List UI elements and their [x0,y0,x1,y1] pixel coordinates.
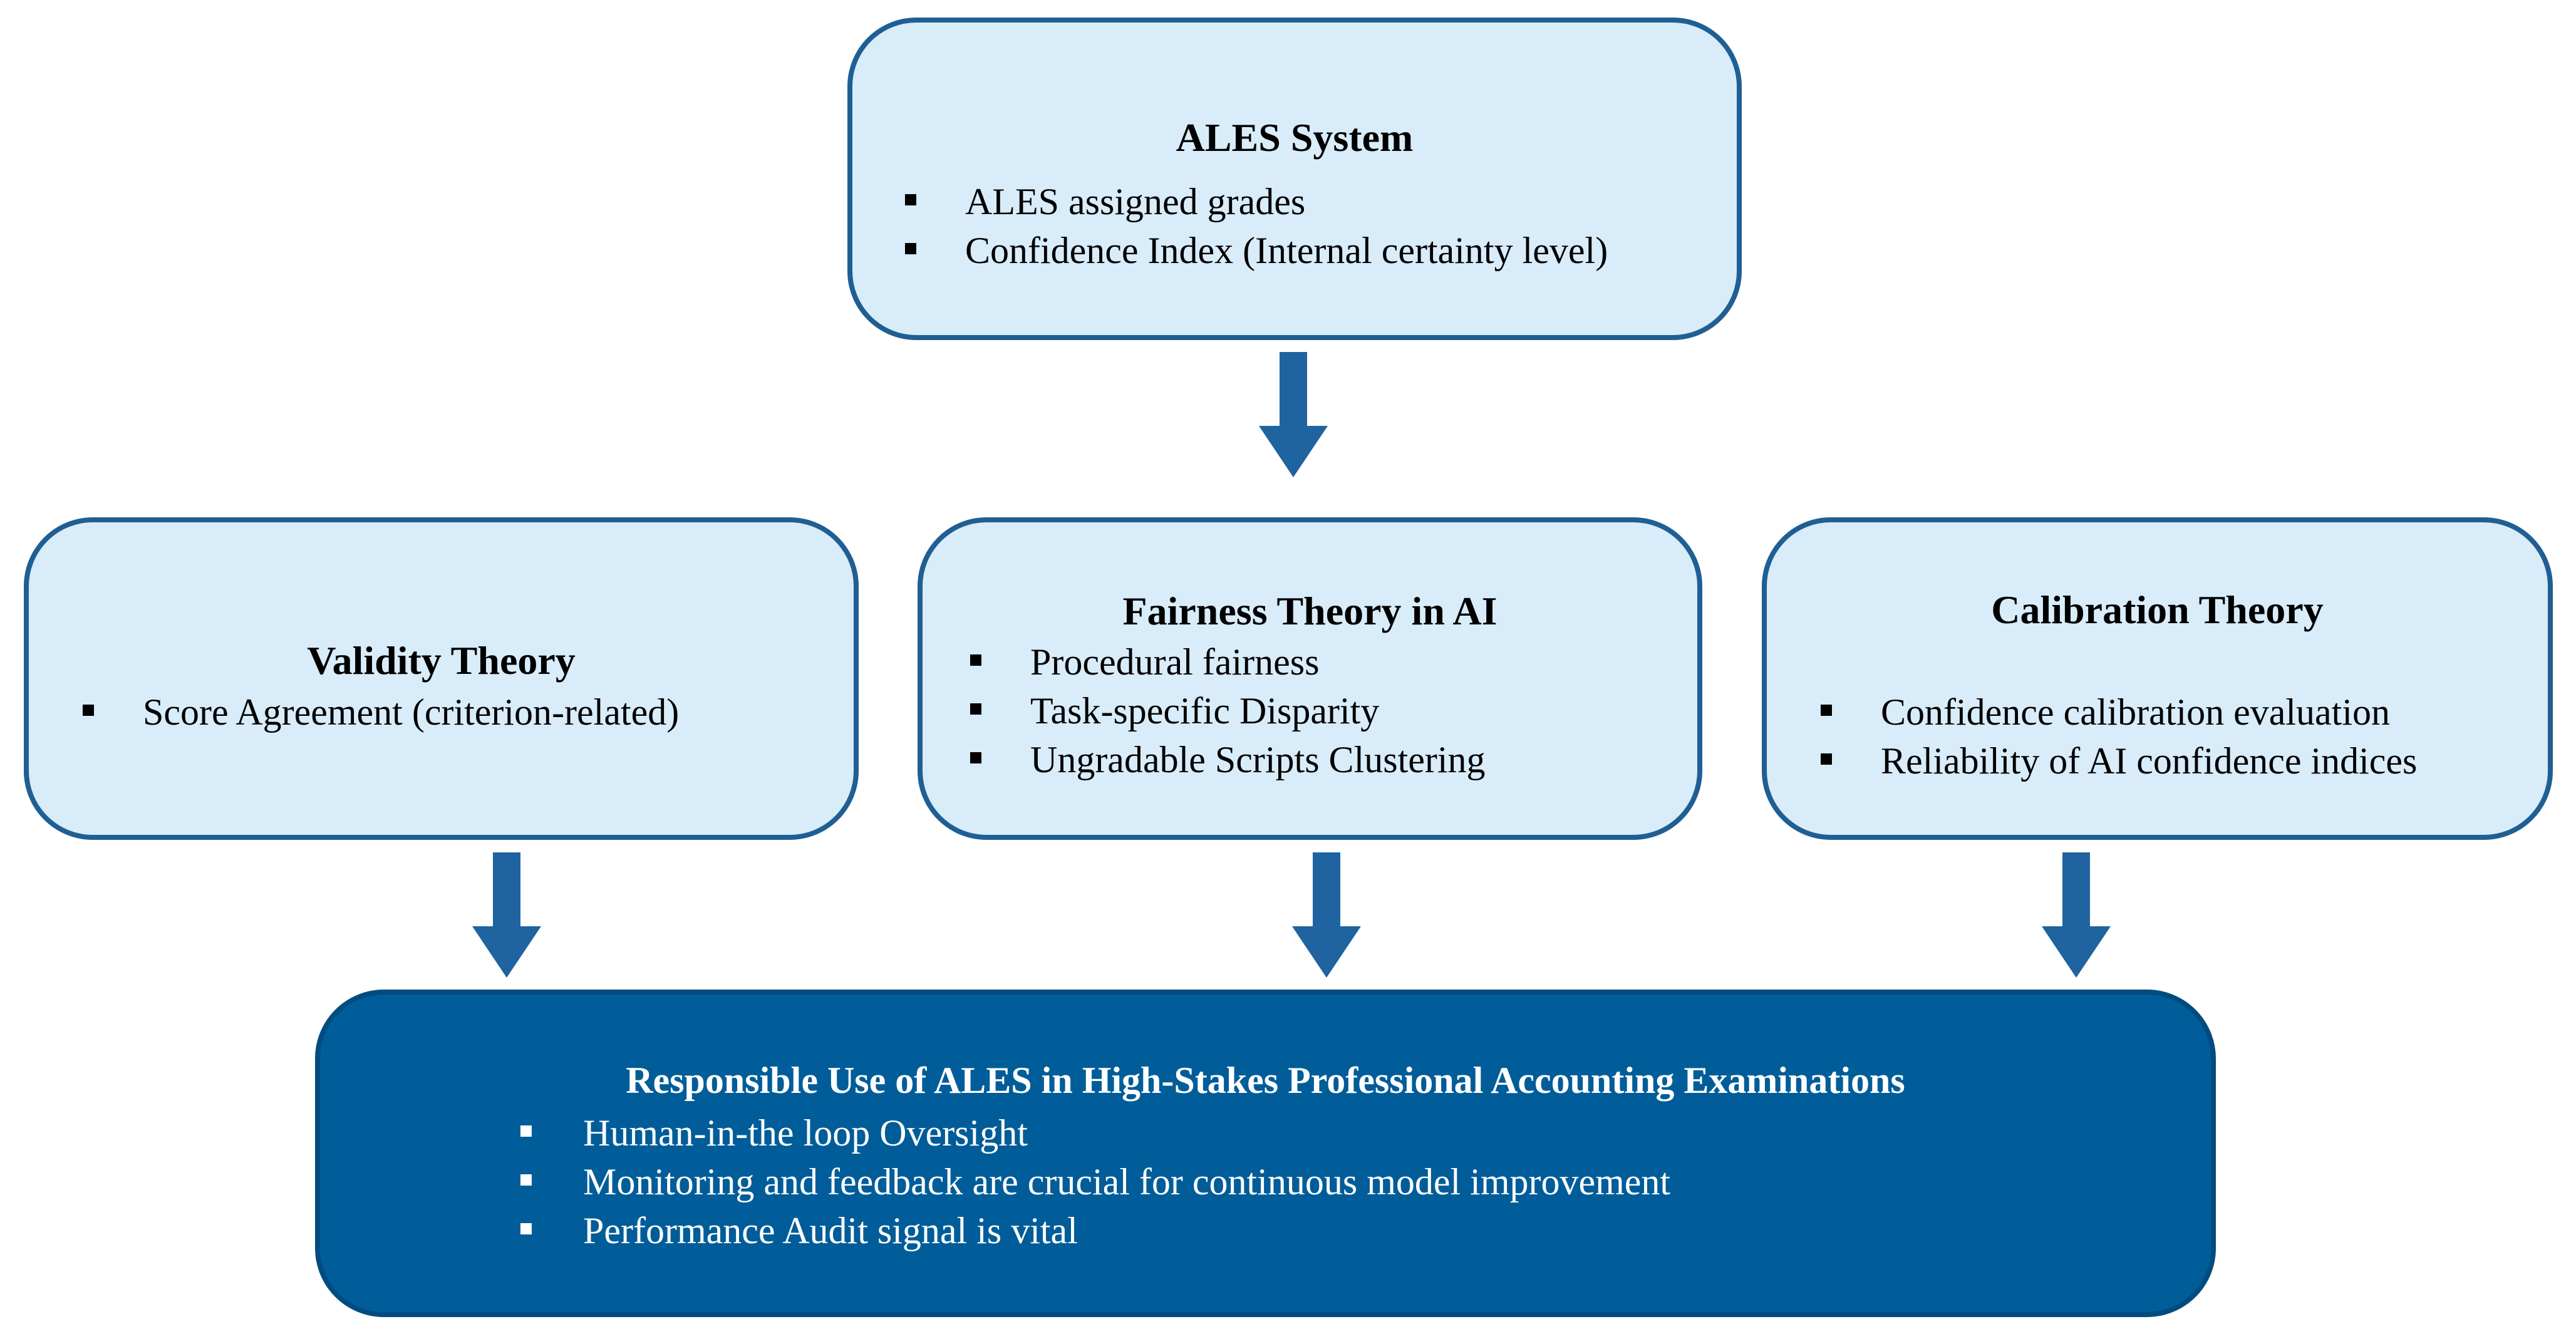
down-arrow-icon [1259,352,1328,477]
ales-system-box: ALES System ALES assigned grades Confide… [847,18,1742,340]
list-item: Monitoring and feedback are crucial for … [514,1157,1670,1206]
calibration-theory-box: Calibration Theory Confidence calibratio… [1762,517,2553,840]
list-item: Procedural fairness [961,638,1486,686]
validity-theory-box: Validity Theory Score Agreement (criteri… [24,517,859,840]
down-arrow-icon [1292,852,1361,978]
responsible-use-box: Responsible Use of ALES in High-Stakes P… [315,990,2216,1317]
validity-theory-list: Score Agreement (criterion-related) [74,688,679,737]
responsible-use-list: Human-in-the loop Oversight Monitoring a… [514,1109,1670,1255]
list-item: Performance Audit signal is vital [514,1206,1670,1255]
responsible-use-title: Responsible Use of ALES in High-Stakes P… [626,1060,1905,1101]
validity-theory-title: Validity Theory [307,638,576,683]
calibration-theory-title: Calibration Theory [1991,587,2324,632]
list-item: Ungradable Scripts Clustering [961,735,1486,784]
square-bullet-icon [83,705,94,716]
list-item: Reliability of AI confidence indices [1812,737,2417,785]
square-bullet-icon [1821,753,1832,765]
list-item: Confidence Index (Internal certainty lev… [896,226,1608,275]
fairness-theory-list: Procedural fairness Task-specific Dispar… [961,638,1486,784]
square-bullet-icon [905,243,916,254]
square-bullet-icon [970,703,981,715]
square-bullet-icon [1821,705,1832,716]
fairness-theory-title: Fairness Theory in AI [1122,589,1497,633]
list-item: Score Agreement (criterion-related) [74,688,679,737]
square-bullet-icon [520,1174,532,1186]
fairness-theory-box: Fairness Theory in AI Procedural fairnes… [918,517,1702,840]
square-bullet-icon [905,194,916,205]
list-item: Confidence calibration evaluation [1812,688,2417,737]
list-item: Task-specific Disparity [961,686,1486,735]
ales-system-list: ALES assigned grades Confidence Index (I… [896,177,1608,275]
square-bullet-icon [970,654,981,666]
ales-system-title: ALES System [1176,115,1414,160]
down-arrow-icon [2042,852,2111,978]
square-bullet-icon [520,1223,532,1234]
down-arrow-icon [472,852,541,978]
square-bullet-icon [970,752,981,763]
square-bullet-icon [520,1125,532,1137]
calibration-theory-list: Confidence calibration evaluation Reliab… [1812,688,2417,785]
list-item: ALES assigned grades [896,177,1608,226]
list-item: Human-in-the loop Oversight [514,1109,1670,1157]
